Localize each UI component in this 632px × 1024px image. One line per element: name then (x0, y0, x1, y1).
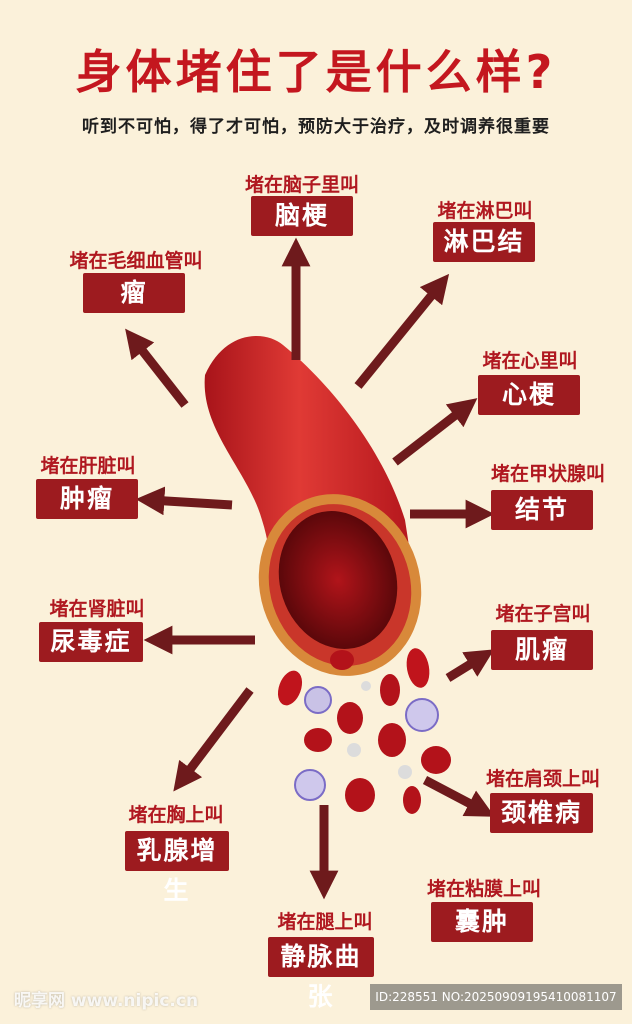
uterus-label: 堵在子宫叫 (495, 603, 591, 625)
shoulder-neck-condition: 颈椎病 (490, 793, 593, 833)
lymph-label: 堵在淋巴叫 (437, 200, 533, 222)
leg-label: 堵在腿上叫 (277, 911, 373, 933)
watermark-logo: 昵享网 www.nipic.cn (14, 991, 199, 1011)
brain-label: 堵在脑子里叫 (244, 174, 359, 196)
mucosa-label: 堵在粘膜上叫 (426, 878, 541, 900)
page-title: 身体堵住了是什么样? (75, 45, 557, 99)
chest-label: 堵在胸上叫 (128, 804, 224, 826)
watermark-id: ID:228551 NO:20250909195410081107 (370, 984, 622, 1010)
capillary-label: 堵在毛细血管叫 (69, 250, 203, 272)
blood-cells (277, 648, 451, 814)
capillary-condition: 瘤 (83, 273, 185, 313)
mucosa-condition: 囊肿 (431, 902, 533, 942)
arrows (125, 237, 495, 900)
lymph-condition: 淋巴结 (433, 222, 535, 262)
kidney-label: 堵在肾脏叫 (49, 598, 145, 620)
vessel-lumen (278, 511, 398, 649)
heart-label: 堵在心里叫 (482, 350, 578, 372)
liver-label: 堵在肝脏叫 (40, 455, 136, 477)
kidney-condition: 尿毒症 (39, 622, 143, 662)
liver-condition: 肿瘤 (36, 479, 138, 519)
chest-condition: 乳腺增生 (125, 831, 229, 905)
uterus-condition: 肌瘤 (491, 630, 593, 670)
heart-condition: 心梗 (478, 375, 580, 415)
thyroid-condition: 结节 (491, 490, 593, 530)
page-subtitle: 听到不可怕，得了才可怕，预防大于治疗，及时调养很重要 (82, 117, 550, 137)
leg-condition: 静脉曲张 (268, 937, 374, 1011)
shoulder-neck-label: 堵在肩颈上叫 (485, 768, 600, 790)
thyroid-label: 堵在甲状腺叫 (490, 463, 605, 485)
brain-condition: 脑梗 (251, 196, 353, 236)
